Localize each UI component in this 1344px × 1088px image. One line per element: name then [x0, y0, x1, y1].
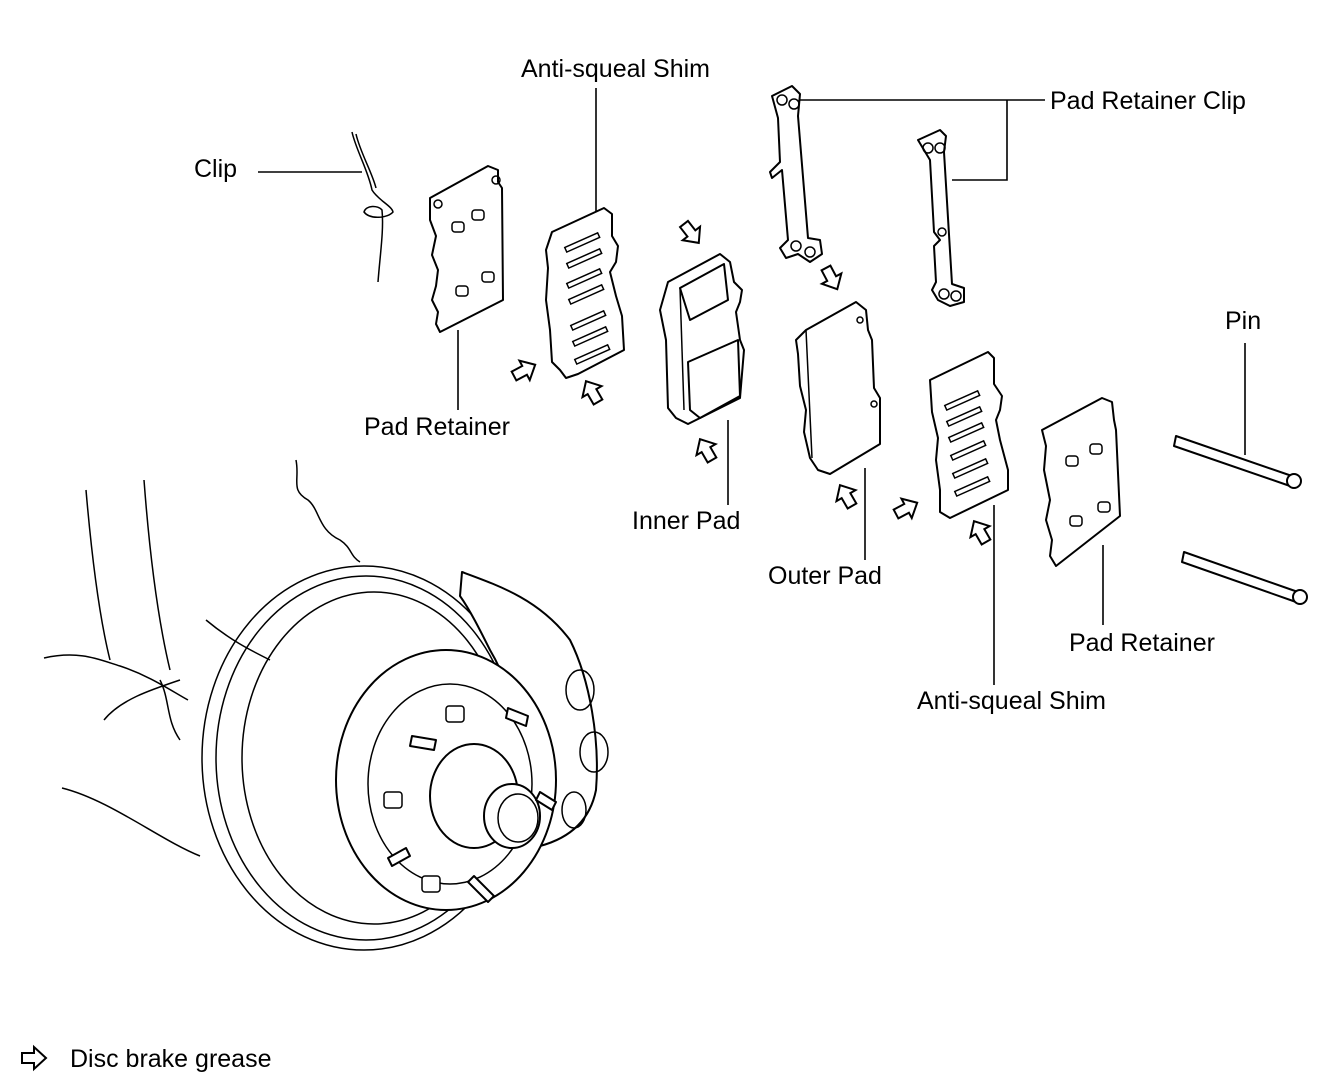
label-inner-pad: Inner Pad	[632, 507, 741, 535]
pad-retainer-clip-1-part	[769, 85, 823, 263]
pad-retainer-clip-2-part	[917, 129, 965, 307]
anti-squeal-shim-bottom-part	[929, 351, 1009, 519]
pad-retainer-right-part	[1041, 397, 1121, 567]
label-pad-retainer-clip: Pad Retainer Clip	[1050, 87, 1246, 115]
anti-squeal-shim-top-part	[545, 207, 625, 379]
label-clip: Clip	[194, 155, 238, 183]
pad-retainer-left-part	[429, 165, 504, 333]
label-outer-pad: Outer Pad	[768, 562, 882, 590]
inner-pad-part	[659, 253, 745, 425]
brake-rotor-hub-assembly	[43, 459, 609, 951]
pin-upper-part	[1173, 435, 1302, 489]
outer-pad-part	[795, 301, 881, 475]
label-anti-squeal-shim-bottom: Anti-squeal Shim	[917, 687, 1106, 715]
label-pad-retainer-right: Pad Retainer	[1069, 629, 1215, 657]
pin-lower-part	[1181, 551, 1308, 605]
label-pad-retainer-left: Pad Retainer	[364, 413, 510, 441]
leader-lines	[258, 88, 1246, 685]
label-pin: Pin	[1225, 307, 1262, 335]
grease-arrow-icon	[21, 1046, 47, 1070]
clip-part	[351, 131, 394, 283]
label-anti-squeal-shim-top: Anti-squeal Shim	[521, 55, 710, 83]
legend-text: Disc brake grease	[70, 1045, 272, 1073]
